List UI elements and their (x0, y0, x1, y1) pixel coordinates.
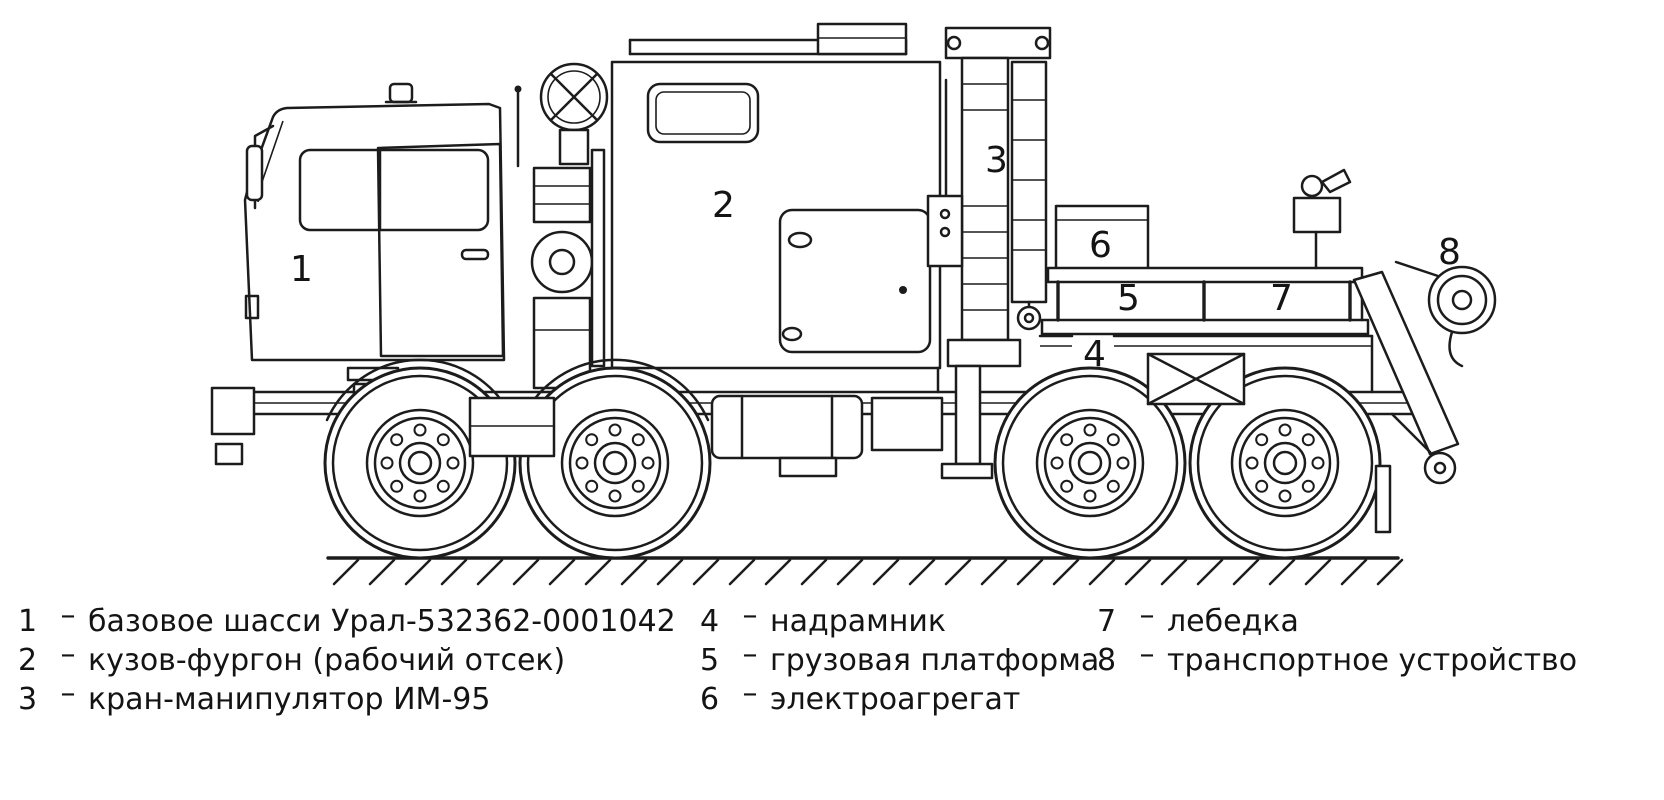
legend-item-dash: – (742, 598, 758, 633)
legend-column-3: 7 – лебедка 8 – транспортное устройство (1097, 598, 1578, 680)
legend-item-6: 6 – электроагрегат (700, 676, 1099, 719)
legend-item-dash: – (1139, 637, 1155, 672)
legend-item-dash: – (742, 637, 758, 672)
legend-item-8: 8 – транспортное устройство (1097, 637, 1578, 680)
cab (243, 82, 506, 396)
front-of-wheel-details (325, 352, 1392, 534)
legend-item-dash: – (60, 676, 76, 711)
legend: 1 – базовое шасси Урал-532362-0001042 2 … (0, 598, 1664, 732)
rear-davit (1292, 168, 1352, 270)
van-body (610, 22, 942, 394)
legend-item-dash: – (1139, 598, 1155, 633)
legend-item-label: кузов-фургон (рабочий отсек) (88, 643, 566, 678)
ground-line (326, 556, 1404, 586)
callout-2: 2 (712, 185, 735, 226)
legend-item-1: 1 – базовое шасси Урал-532362-0001042 (18, 598, 676, 641)
legend-item-dash: – (60, 598, 76, 633)
legend-item-5: 5 – грузовая платформа (700, 637, 1100, 680)
legend-item-number: 5 (700, 643, 720, 678)
legend-item-2: 2 – кузов-фургон (рабочий отсек) (18, 637, 676, 680)
legend-item-number: 3 (18, 682, 38, 717)
legend-item-number: 6 (700, 682, 720, 717)
legend-item-label: надрамник (770, 604, 947, 639)
legend-item-label: лебедка (1167, 604, 1299, 639)
legend-item-number: 1 (18, 604, 38, 639)
wheel-front-1 (323, 366, 517, 560)
crane-manipulator (926, 26, 1052, 480)
chassis-frame (210, 334, 1422, 478)
legend-item-number: 2 (18, 643, 38, 678)
behind-cab-equipment (514, 62, 609, 390)
legend-item-number: 4 (700, 604, 720, 639)
wheel-front-2 (518, 366, 712, 560)
legend-item-label: грузовая платформа (770, 643, 1100, 678)
callout-6: 6 (1089, 225, 1112, 266)
cargo-platform (1040, 266, 1370, 336)
subframe (1038, 334, 1374, 347)
legend-item-label: электроагрегат (770, 682, 1021, 717)
truck-technical-drawing (210, 22, 1497, 586)
callout-4: 4 (1083, 334, 1106, 375)
legend-column-2: 4 – надрамник 5 – грузовая платформа 6 –… (700, 598, 1100, 719)
legend-item-dash: – (742, 676, 758, 711)
callout-5: 5 (1117, 278, 1140, 319)
legend-item-number: 8 (1097, 643, 1117, 678)
legend-item-3: 3 – кран-манипулятор ИМ-95 (18, 676, 676, 719)
legend-item-label: базовое шасси Урал-532362-0001042 (88, 604, 676, 639)
transport-device (1352, 260, 1497, 485)
legend-item-dash: – (60, 637, 76, 672)
legend-item-7: 7 – лебедка (1097, 598, 1577, 641)
callout-1: 1 (290, 249, 313, 290)
callout-3: 3 (985, 140, 1008, 181)
legend-item-number: 7 (1097, 604, 1117, 639)
legend-item-label: кран-манипулятор ИМ-95 (88, 682, 491, 717)
legend-column-1: 1 – базовое шасси Урал-532362-0001042 2 … (18, 598, 676, 719)
legend-item-label: транспортное устройство (1167, 643, 1578, 678)
callout-7: 7 (1270, 278, 1293, 319)
callout-8: 8 (1438, 232, 1461, 273)
legend-item-4: 4 – надрамник (700, 598, 1099, 641)
